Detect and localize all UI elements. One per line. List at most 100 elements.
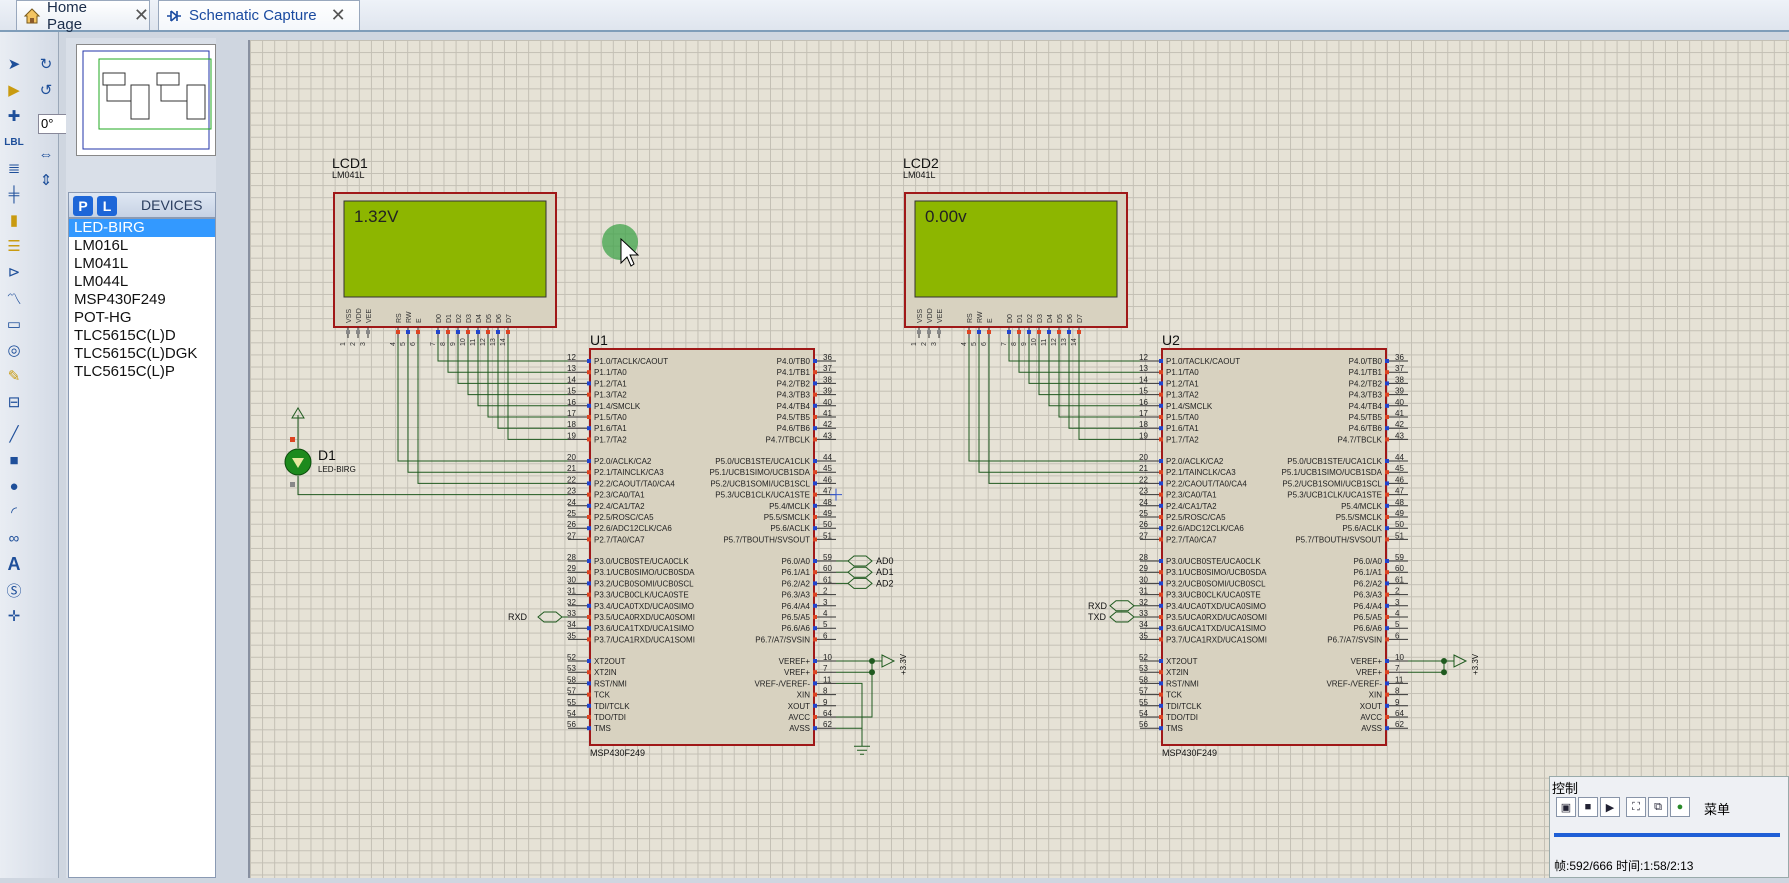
pin-marker xyxy=(587,426,591,431)
mcu-pin-number: 23 xyxy=(567,487,576,496)
device-list-item[interactable]: LED-BIRG xyxy=(69,219,215,237)
path-icon[interactable]: ∞ xyxy=(8,529,20,547)
tape-icon[interactable]: ▭ xyxy=(6,316,22,333)
select-arrow-icon[interactable]: ➤ xyxy=(7,56,21,73)
tab-schematic-capture[interactable]: Schematic Capture ✕ xyxy=(158,0,360,30)
symbol-icon[interactable]: Ⓢ xyxy=(6,582,22,600)
pin-marker xyxy=(1385,726,1389,731)
terminal-icon[interactable]: ☰ xyxy=(7,238,21,255)
pin-marker xyxy=(406,330,410,334)
circle-icon[interactable]: ● xyxy=(9,477,19,495)
device-pin-icon[interactable]: ⊳ xyxy=(7,264,21,281)
junction-icon[interactable]: ✚ xyxy=(7,108,21,125)
lcd-pin-label: D0 xyxy=(436,314,443,323)
library-manager-button[interactable]: L xyxy=(97,196,117,216)
mcu-pin-name: P3.6/UCA1TXD/UCA1SIMO xyxy=(594,624,694,633)
fullscreen-icon[interactable]: ⛶ xyxy=(1626,797,1646,817)
close-icon[interactable]: ✕ xyxy=(133,5,149,25)
pick-devices-button[interactable]: P xyxy=(73,196,93,216)
pin-marker xyxy=(587,670,591,675)
tool-palette: ➤ ▶ ✚ LBL ≣ ╪ ▮ ☰ ⊳ 〽 ▭ ◎ ✎ ⊟ ╱ ■ ● ◜ ∞ … xyxy=(0,32,76,878)
overview-window[interactable] xyxy=(76,44,216,156)
mcu-pin-name: RST/NMI xyxy=(1166,679,1199,688)
cursor-marker xyxy=(830,488,842,501)
pin-marker xyxy=(587,626,591,631)
mcu-pin-name: P2.6/ADC12CLK/CA6 xyxy=(1166,524,1244,533)
mirror-horizontal-icon[interactable]: ⇔ xyxy=(38,145,54,163)
mcu-pin-name: P4.2/TB2 xyxy=(1349,379,1383,388)
generator-icon[interactable]: ◎ xyxy=(7,342,21,359)
pin-marker xyxy=(587,503,591,508)
play-icon[interactable]: ▣ xyxy=(1556,797,1576,817)
mcu-part: MSP430F249 xyxy=(590,748,645,758)
mcu-pin-number: 49 xyxy=(1395,509,1404,518)
mcu-pin-name: P5.0/UCB1STE/UCA1CLK xyxy=(715,457,810,466)
probe-icon[interactable]: ✎ xyxy=(7,368,21,385)
pin-marker xyxy=(813,581,817,586)
component-icon[interactable]: ▶ xyxy=(8,82,20,99)
pin-marker xyxy=(1159,381,1163,386)
lcd-pin-number: 8 xyxy=(440,342,447,346)
pin-marker xyxy=(1027,330,1031,334)
record-icon[interactable]: ● xyxy=(1670,797,1690,817)
rotate-ccw-icon[interactable]: ↺ xyxy=(39,82,53,99)
device-list-item[interactable]: LM016L xyxy=(74,237,129,254)
device-list-item[interactable]: TLC5615C(L)D xyxy=(74,327,176,344)
bus-icon[interactable]: ╪ xyxy=(8,185,20,203)
mcu-pin-number: 56 xyxy=(567,720,576,729)
device-list-item[interactable]: TLC5615C(L)DGK xyxy=(74,345,198,362)
lcd-pin-number: 1 xyxy=(911,342,918,346)
mcu-pin-name: P5.4/MCLK xyxy=(1341,502,1383,511)
mcu-pin-name: P1.3/TA2 xyxy=(594,391,627,400)
mcu-pin-name: VREF+ xyxy=(1356,668,1382,677)
next-icon[interactable]: ▶ xyxy=(1600,797,1620,817)
subcircuit-icon[interactable]: ▮ xyxy=(9,212,19,229)
mcu-pin-number: 33 xyxy=(567,609,576,618)
text-icon[interactable]: A xyxy=(7,553,21,574)
device-list-item[interactable]: LM044L xyxy=(74,273,129,290)
mcu-pin-number: 57 xyxy=(1139,687,1148,696)
line-icon[interactable]: ╱ xyxy=(9,426,19,443)
mcu-pin-name: P1.1/TA0 xyxy=(1166,368,1199,377)
device-list-item[interactable]: POT-HG xyxy=(74,309,132,326)
device-list-item[interactable]: MSP430F249 xyxy=(74,291,166,308)
instrument-icon[interactable]: ⊟ xyxy=(7,394,21,411)
pin-marker xyxy=(587,470,591,475)
pin-marker xyxy=(813,392,817,397)
mcu-pin-number: 12 xyxy=(1139,353,1148,362)
mcu-pin-number: 33 xyxy=(1139,609,1148,618)
mcu-pin-name: P6.3/A3 xyxy=(1354,591,1383,600)
mcu-pin-number: 13 xyxy=(1139,364,1148,373)
mcu-pin-name: P2.2/CAOUT/TA0/CA4 xyxy=(594,479,675,488)
graph-icon[interactable]: 〽 xyxy=(6,290,22,308)
mcu-pin-number: 55 xyxy=(1139,698,1148,707)
window-icon[interactable]: ⧉ xyxy=(1648,797,1668,817)
marker-icon[interactable]: ✛ xyxy=(7,608,21,625)
led-ref: D1 xyxy=(318,447,336,463)
text-script-icon[interactable]: ≣ xyxy=(7,160,21,177)
progress-bar[interactable] xyxy=(1554,833,1780,837)
mcu-pin-name: P3.7/UCA1RXD/UCA1SOMI xyxy=(1166,635,1267,644)
pin-marker xyxy=(486,330,490,334)
pin-marker xyxy=(1159,726,1163,731)
wire-label-icon[interactable]: LBL xyxy=(4,136,24,148)
arc-icon[interactable]: ◜ xyxy=(11,504,17,521)
mcu-pin-number: 18 xyxy=(1139,420,1148,429)
mcu-pin-name: P5.6/ACLK xyxy=(1342,524,1382,533)
lcd-pin-label: D3 xyxy=(466,314,473,323)
close-icon[interactable]: ✕ xyxy=(330,5,346,25)
tab-home-page[interactable]: Home Page ✕ xyxy=(16,0,150,33)
box-icon[interactable]: ■ xyxy=(9,451,19,469)
mcu-pin-name: P1.2/TA1 xyxy=(594,379,627,388)
pin-marker xyxy=(436,330,440,334)
device-list-item[interactable]: TLC5615C(L)P xyxy=(74,363,175,380)
mcu-pin-number: 7 xyxy=(823,664,828,673)
mcu-pin-name: TDO/TDI xyxy=(1166,713,1198,722)
rotate-cw-icon[interactable]: ↻ xyxy=(39,56,53,73)
pin-marker xyxy=(813,403,817,408)
device-list-item[interactable]: LM041L xyxy=(74,255,129,272)
mirror-vertical-icon[interactable]: ⇕ xyxy=(39,172,53,189)
menu-button[interactable]: 菜单 xyxy=(1704,802,1731,817)
stop-icon[interactable]: ■ xyxy=(1578,797,1598,817)
